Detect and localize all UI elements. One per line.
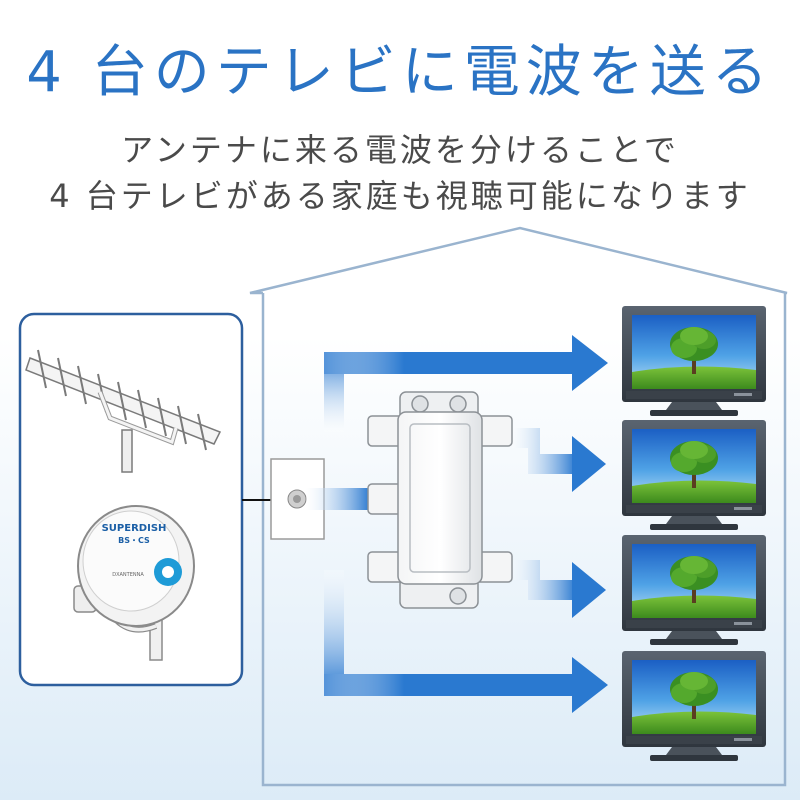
splitter-icon (367, 391, 513, 609)
arrow-to-tv-4 (324, 570, 608, 713)
tv-icon (622, 535, 766, 645)
satellite-dish-icon: SUPERDISH BS・CS DXANTENNA (73, 505, 195, 661)
arrow-to-tv-2 (512, 428, 606, 492)
arrow-to-tv-1 (324, 335, 608, 432)
yagi-antenna-icon (25, 349, 222, 473)
dish-small-text: DXANTENNA (112, 572, 144, 578)
subtitle-line-1: アンテナに来る電波を分けることで (121, 131, 679, 169)
tv-icon (622, 651, 766, 761)
tv-icon (622, 306, 766, 416)
arrow-to-tv-3 (512, 560, 606, 618)
tv-icon (622, 420, 766, 530)
dish-brand-text: SUPERDISH (102, 523, 167, 534)
page-subtitle: アンテナに来る電波を分けることで 4 台テレビがある家庭も視聴可能になります (0, 127, 800, 219)
dish-brand-subtext: BS・CS (118, 536, 150, 545)
page-title: 4 台のテレビに電波を送る (26, 40, 774, 105)
input-signal-band (306, 488, 370, 510)
house-outline (249, 226, 788, 787)
subtitle-line-2: 4 台テレビがある家庭も視聴可能になります (49, 177, 751, 215)
